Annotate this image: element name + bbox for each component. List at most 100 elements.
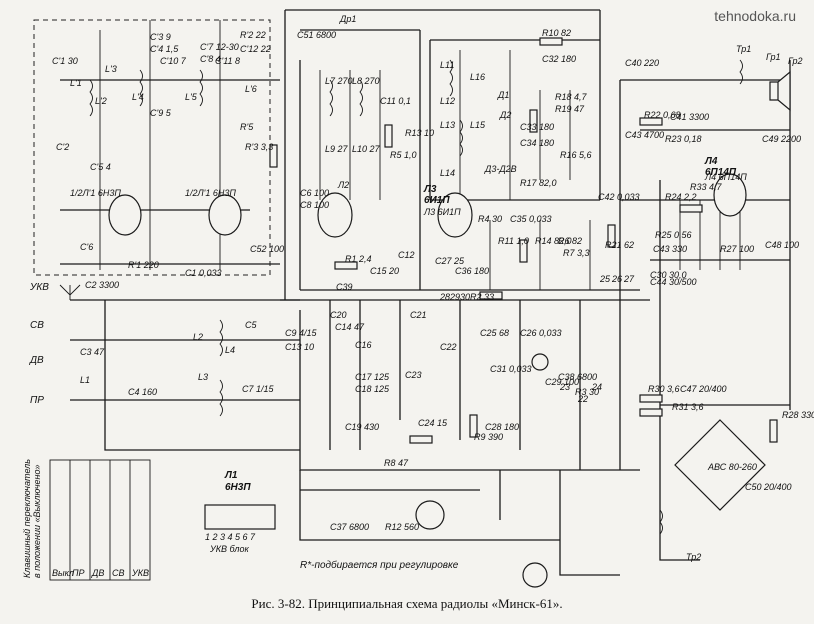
component-label: С'10 7 bbox=[160, 56, 187, 66]
component-label: L14 bbox=[440, 168, 455, 178]
component-label: R30 3,6 bbox=[648, 384, 680, 394]
component-label: С49 2200 bbox=[762, 134, 801, 144]
component-label: R6 82 bbox=[558, 236, 582, 246]
component-label: 22 bbox=[577, 394, 588, 404]
component-label: С5 bbox=[245, 320, 257, 330]
component-label: С19 430 bbox=[345, 422, 379, 432]
component-label: R19 47 bbox=[555, 104, 585, 114]
component-label: С26 0,033 bbox=[520, 328, 562, 338]
tubes bbox=[108, 173, 747, 238]
component-label: L3 bbox=[198, 372, 208, 382]
component-label: АВС 80-260 bbox=[707, 462, 757, 472]
key-switch-panel bbox=[49, 459, 151, 581]
component-label: С16 bbox=[355, 340, 372, 350]
component-label: С37 6800 bbox=[330, 522, 369, 532]
component-label: R'3 3,3 bbox=[245, 142, 273, 152]
tube-l1-type: 6Н3П bbox=[225, 482, 251, 493]
component-label: Тр1 bbox=[736, 44, 751, 54]
component-label: С6 100 bbox=[300, 188, 329, 198]
component-label: С41 3300 bbox=[670, 112, 709, 122]
component-label: С31 0,033 bbox=[490, 364, 532, 374]
component-label: С34 180 bbox=[520, 138, 554, 148]
component-label: R'1 220 bbox=[128, 260, 159, 270]
component-label: R11 1,0 bbox=[498, 236, 529, 246]
component-label: С29 100 bbox=[545, 377, 579, 387]
speaker-symbol bbox=[769, 70, 791, 112]
component-label: С48 100 bbox=[765, 240, 799, 250]
component-label: С17 125 bbox=[355, 372, 390, 382]
component-label: С42 0,033 bbox=[598, 192, 640, 202]
indicator-lamp bbox=[531, 353, 549, 371]
motor-symbol bbox=[522, 562, 548, 588]
component-label: L'5 bbox=[185, 92, 198, 102]
resistors bbox=[269, 37, 778, 444]
component-label: R1 2,4 bbox=[345, 254, 372, 264]
component-label: R9 390 bbox=[474, 432, 503, 442]
component-label: R13 10 bbox=[405, 128, 434, 138]
component-label: 23 bbox=[559, 382, 570, 392]
component-label: R27 100 bbox=[720, 244, 754, 254]
tube-l4 bbox=[713, 173, 747, 217]
component-label: L15 bbox=[470, 120, 486, 130]
component-label: С'5 4 bbox=[90, 162, 111, 172]
component-label: С'3 9 bbox=[150, 32, 171, 42]
component-label: С'8 4 bbox=[200, 54, 221, 64]
component-label: 24 bbox=[591, 382, 602, 392]
band-pr: ПР bbox=[30, 395, 44, 406]
switch-side-note: Клавишный переключатель в положении «Вык… bbox=[22, 458, 42, 578]
component-label: 1/2Л'1 6Н3П bbox=[185, 188, 236, 198]
component-label: Тр2 bbox=[686, 552, 701, 562]
component-label: Др1 bbox=[339, 14, 356, 24]
ukv-block-label: УКВ блок bbox=[209, 544, 250, 554]
component-label: R5 1,0 bbox=[390, 150, 417, 160]
component-label: С12 bbox=[398, 250, 415, 260]
component-label: Гр1 bbox=[766, 52, 781, 62]
component-label: R28 330 bbox=[782, 410, 814, 420]
component-label: R'2 22 bbox=[240, 30, 266, 40]
tube-l1-left bbox=[108, 194, 142, 236]
component-label: R8 47 bbox=[384, 458, 409, 468]
tube-l1-right bbox=[208, 194, 242, 236]
component-label: R22 0,68 bbox=[644, 110, 681, 120]
component-label: L10 27 bbox=[352, 144, 381, 154]
component-label: R10 82 bbox=[542, 28, 571, 38]
component-label: 1/2Л'1 6Н3П bbox=[70, 188, 121, 198]
component-label: С3 47 bbox=[80, 347, 105, 357]
component-label: С7 1/15 bbox=[242, 384, 275, 394]
tube-l1-ref: Л1 bbox=[224, 470, 238, 481]
ukv-block-pins: 1 2 3 4 5 6 7 bbox=[205, 532, 256, 542]
component-label: Л2 bbox=[337, 180, 349, 190]
component-label: 28 bbox=[439, 292, 450, 302]
component-label: С32 180 bbox=[542, 54, 576, 64]
component-label: С50 20/400 bbox=[745, 482, 792, 492]
component-label: R14 82,0 bbox=[535, 236, 572, 246]
component-label: R23 0,18 bbox=[665, 134, 702, 144]
component-label: С51 6800 bbox=[297, 30, 336, 40]
component-label: L'6 bbox=[245, 84, 257, 94]
component-label: 26 bbox=[611, 274, 622, 284]
component-label: С36 180 bbox=[455, 266, 489, 276]
component-label: С25 68 bbox=[480, 328, 509, 338]
component-label: С33 180 bbox=[520, 122, 554, 132]
ukv-block-outline bbox=[33, 19, 271, 276]
component-label: С24 15 bbox=[418, 418, 448, 428]
component-label: С'2 bbox=[56, 142, 69, 152]
component-label: Д1 bbox=[497, 90, 509, 100]
component-label: С'4 1,5 bbox=[150, 44, 179, 54]
component-label: С20 bbox=[330, 310, 347, 320]
coils bbox=[89, 59, 743, 535]
component-label: С9 4/15 bbox=[285, 328, 318, 338]
component-label: С22 bbox=[440, 342, 457, 352]
component-label: R7 3,3 bbox=[563, 248, 590, 258]
component-label: Гр2 bbox=[788, 56, 803, 66]
component-label: С13 10 bbox=[285, 342, 314, 352]
ukv-block-sketch bbox=[204, 504, 276, 530]
band-dv: ДВ bbox=[29, 355, 44, 366]
figure-caption: Рис. 3-82. Принципиальная схема радиолы … bbox=[251, 596, 563, 611]
component-label: С14 47 bbox=[335, 322, 365, 332]
component-label: R33 4,7 bbox=[690, 182, 723, 192]
component-label: R'5 bbox=[240, 122, 254, 132]
switch-key: ПР bbox=[72, 568, 85, 578]
component-label: С30 30,0 bbox=[650, 270, 687, 280]
